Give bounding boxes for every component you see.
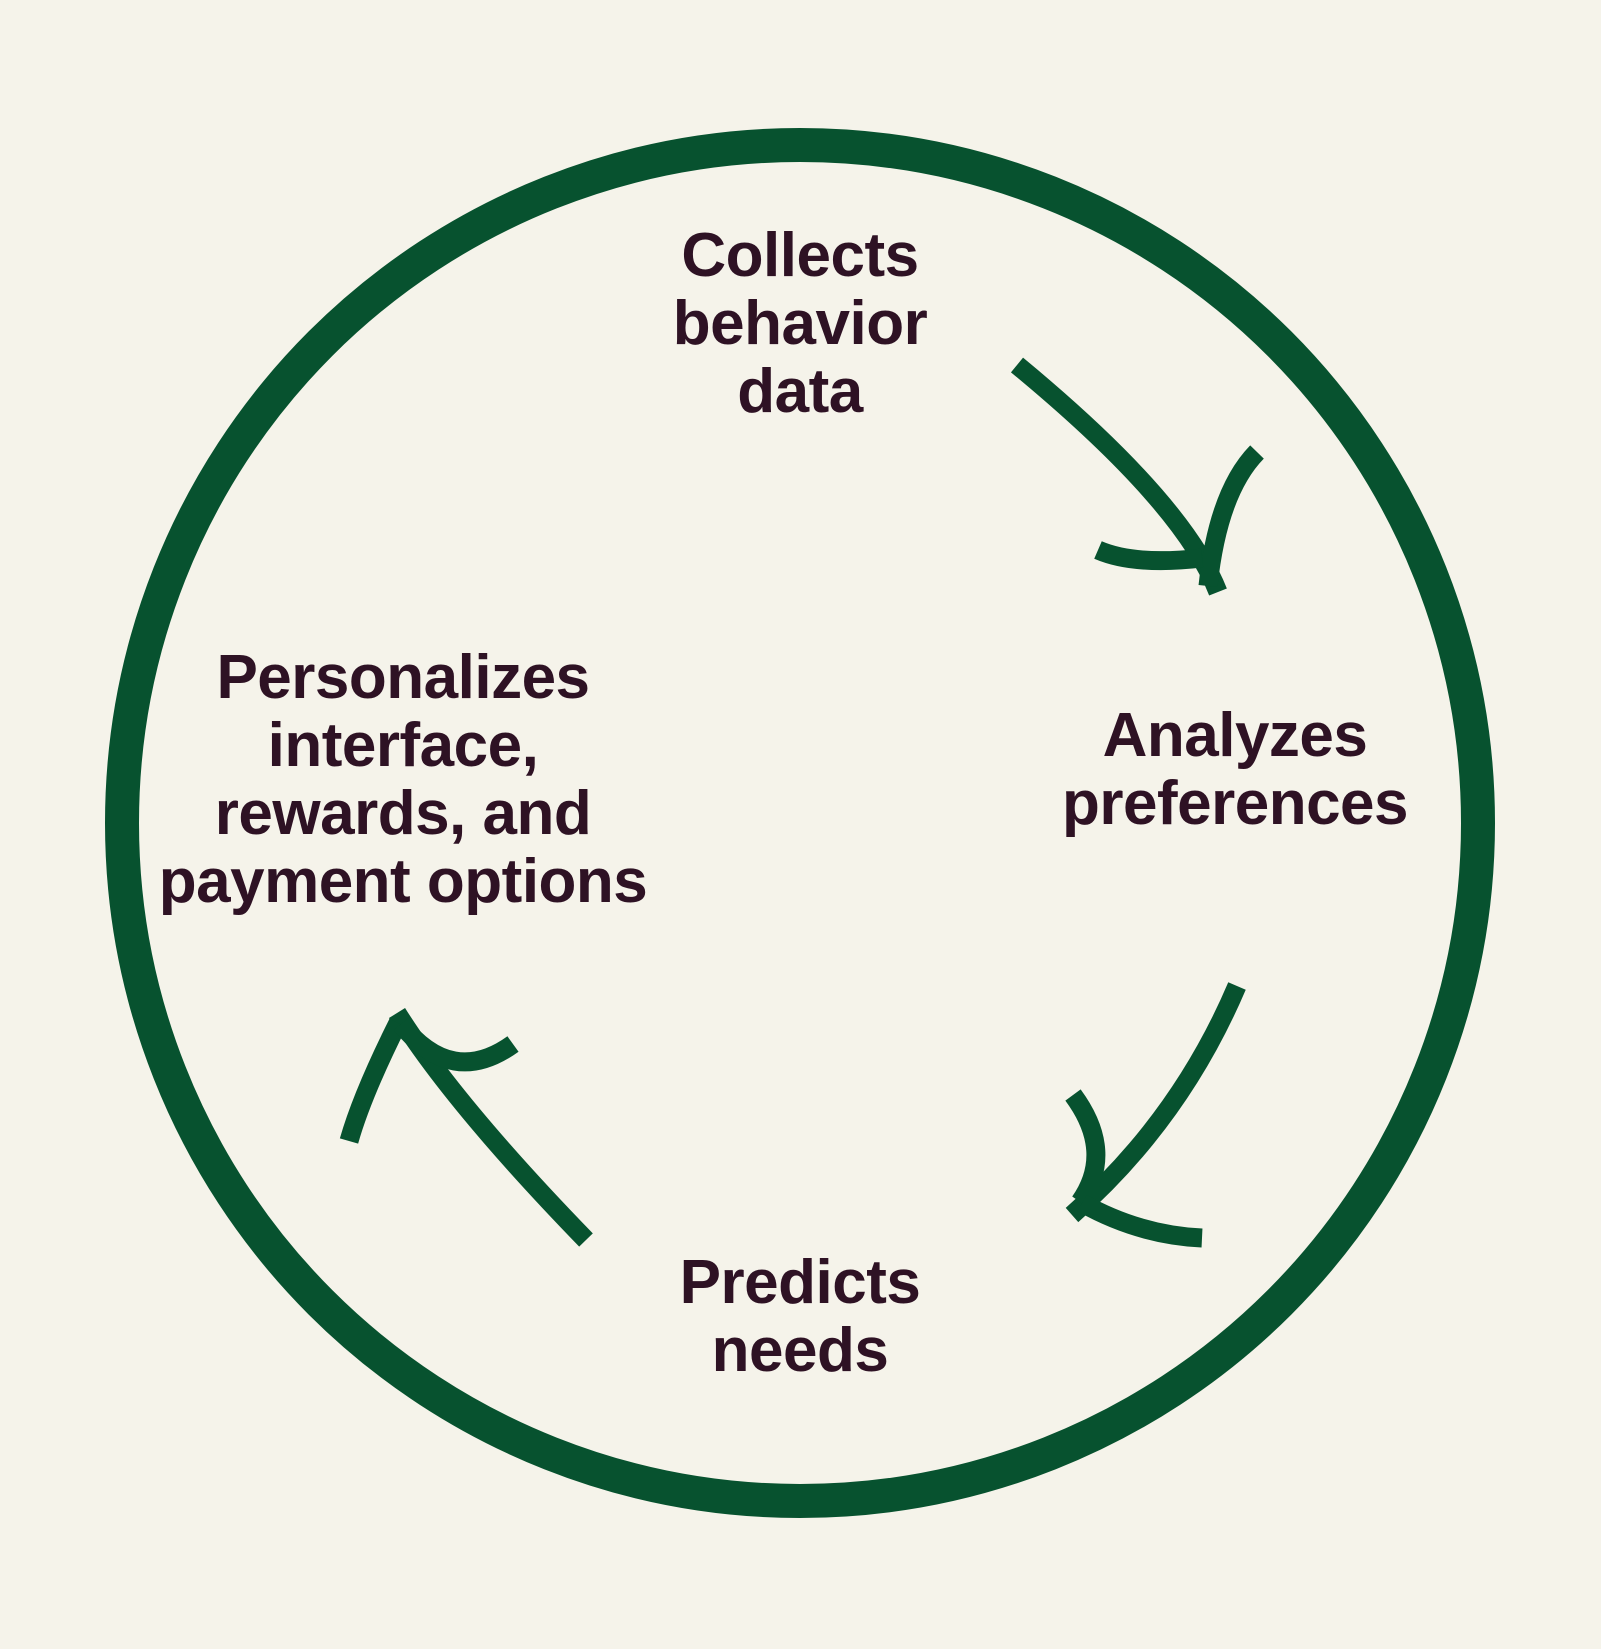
stage-line: Collects (681, 221, 919, 290)
arrow-analyzes-to-predicts-icon (1065, 982, 1246, 1248)
arrow-predicts-to-personalizes-icon (339, 1007, 593, 1247)
stage-line: Analyzes (1102, 701, 1368, 770)
stage-line: rewards, and (214, 779, 592, 848)
stage-line: payment options (158, 847, 648, 916)
stage-line: needs (711, 1316, 889, 1385)
stage-line: interface, (267, 711, 539, 780)
arrow-collects-to-analyzes-icon (1010, 357, 1264, 596)
stage-label-analyzes-preferences: Analyzes preferences (1061, 701, 1409, 838)
stage-line: preferences (1061, 769, 1409, 838)
cycle-ring (105, 128, 1495, 1518)
stage-line: behavior (672, 289, 928, 358)
stage-label-predicts-needs: Predicts needs (680, 1249, 921, 1385)
stage-line: Predicts (679, 1248, 921, 1317)
stage-line: Personalizes (216, 643, 590, 712)
stage-line: data (737, 357, 863, 426)
stage-label-personalizes-interface-rewards-payment-options: Personalizes interface, rewards, and pay… (159, 644, 648, 916)
stage-label-collects-behavior-data: Collects behavior data (672, 221, 928, 426)
